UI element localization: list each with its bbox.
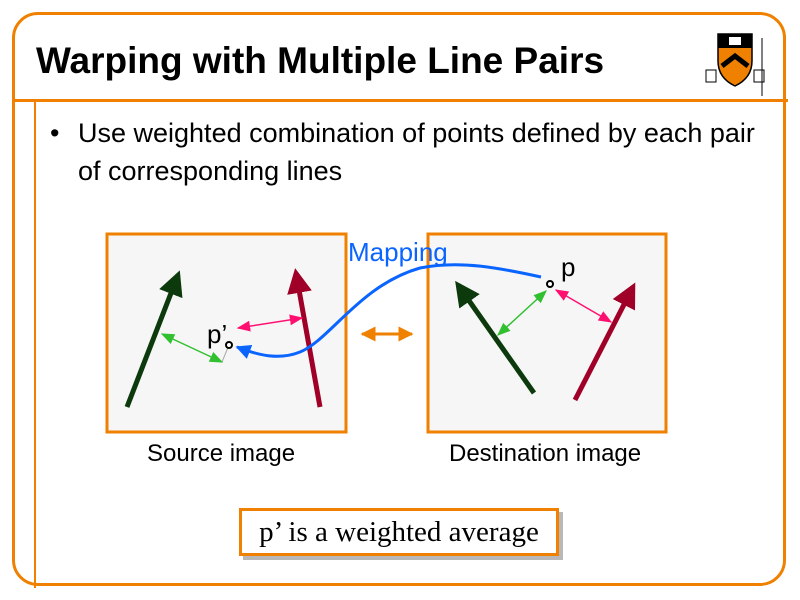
destination-image-caption: Destination image bbox=[449, 440, 642, 467]
source-green-distance-arrow bbox=[160, 333, 224, 363]
source-line-red bbox=[287, 268, 323, 408]
side-divider bbox=[34, 100, 36, 588]
bullet-icon: • bbox=[50, 118, 60, 148]
point-p-prime-label: p’ bbox=[207, 319, 227, 349]
source-image-caption: Source image bbox=[147, 440, 296, 467]
point-p-prime bbox=[225, 341, 233, 349]
destination-image-box bbox=[426, 232, 668, 434]
weighted-average-note: p’ is a weighted average bbox=[239, 508, 559, 556]
point-p bbox=[546, 280, 554, 288]
slide-frame bbox=[12, 12, 786, 586]
princeton-shield-logo bbox=[705, 33, 765, 96]
dest-pink-distance-arrow bbox=[554, 289, 613, 323]
source-line-green bbox=[124, 270, 183, 408]
slide-title: Warping with Multiple Line Pairs bbox=[36, 40, 605, 81]
point-p-label: p bbox=[561, 252, 575, 282]
bullet-text: Use weighted combination of points defin… bbox=[78, 118, 755, 186]
destination-line-red bbox=[572, 282, 636, 402]
dest-green-distance-arrow bbox=[497, 290, 547, 336]
destination-line-green bbox=[455, 280, 537, 395]
mapping-label: Mapping bbox=[348, 237, 448, 267]
source-pink-distance-arrow bbox=[236, 314, 304, 332]
header-divider bbox=[12, 99, 788, 102]
mapping-curve-arrow bbox=[235, 263, 542, 359]
